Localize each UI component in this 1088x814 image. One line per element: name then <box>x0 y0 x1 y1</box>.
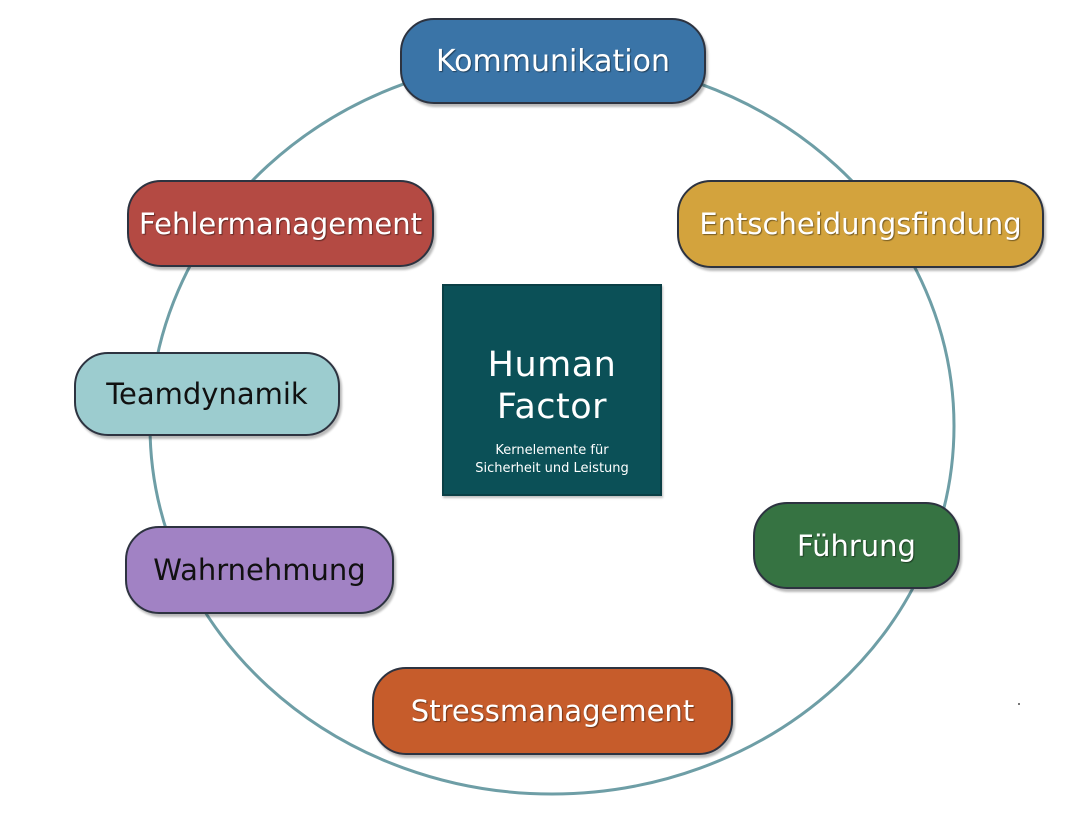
node-label: Führung <box>797 528 916 563</box>
node-kommunikation: Kommunikation <box>400 18 706 104</box>
node-fehlermanagement: Fehlermanagement <box>127 180 434 267</box>
node-teamdynamik: Teamdynamik <box>74 352 340 436</box>
node-entscheidungsfindung: Entscheidungsfindung <box>677 180 1044 268</box>
stray-dot <box>1018 703 1020 705</box>
node-fuehrung: Führung <box>753 502 960 589</box>
node-label: Entscheidungsfindung <box>699 207 1022 241</box>
center-title-line2: Factor <box>496 387 608 427</box>
center-title-line1: Human <box>487 345 617 385</box>
node-label: Teamdynamik <box>106 377 308 411</box>
center-box-human-factor: Human Factor Kernelemente für Sicherheit… <box>442 284 662 496</box>
node-label: Wahrnehmung <box>153 553 366 587</box>
center-subtitle-line2: Sicherheit und Leistung <box>475 461 629 476</box>
center-title: Human Factor <box>444 344 660 428</box>
node-label: Fehlermanagement <box>139 206 422 241</box>
node-label: Kommunikation <box>435 43 671 79</box>
node-label: Stressmanagement <box>410 694 695 728</box>
center-subtitle: Kernelemente für Sicherheit und Leistung <box>450 442 654 478</box>
center-subtitle-line1: Kernelemente für <box>495 443 609 458</box>
node-stressmanagement: Stressmanagement <box>372 667 733 755</box>
node-wahrnehmung: Wahrnehmung <box>125 526 394 614</box>
